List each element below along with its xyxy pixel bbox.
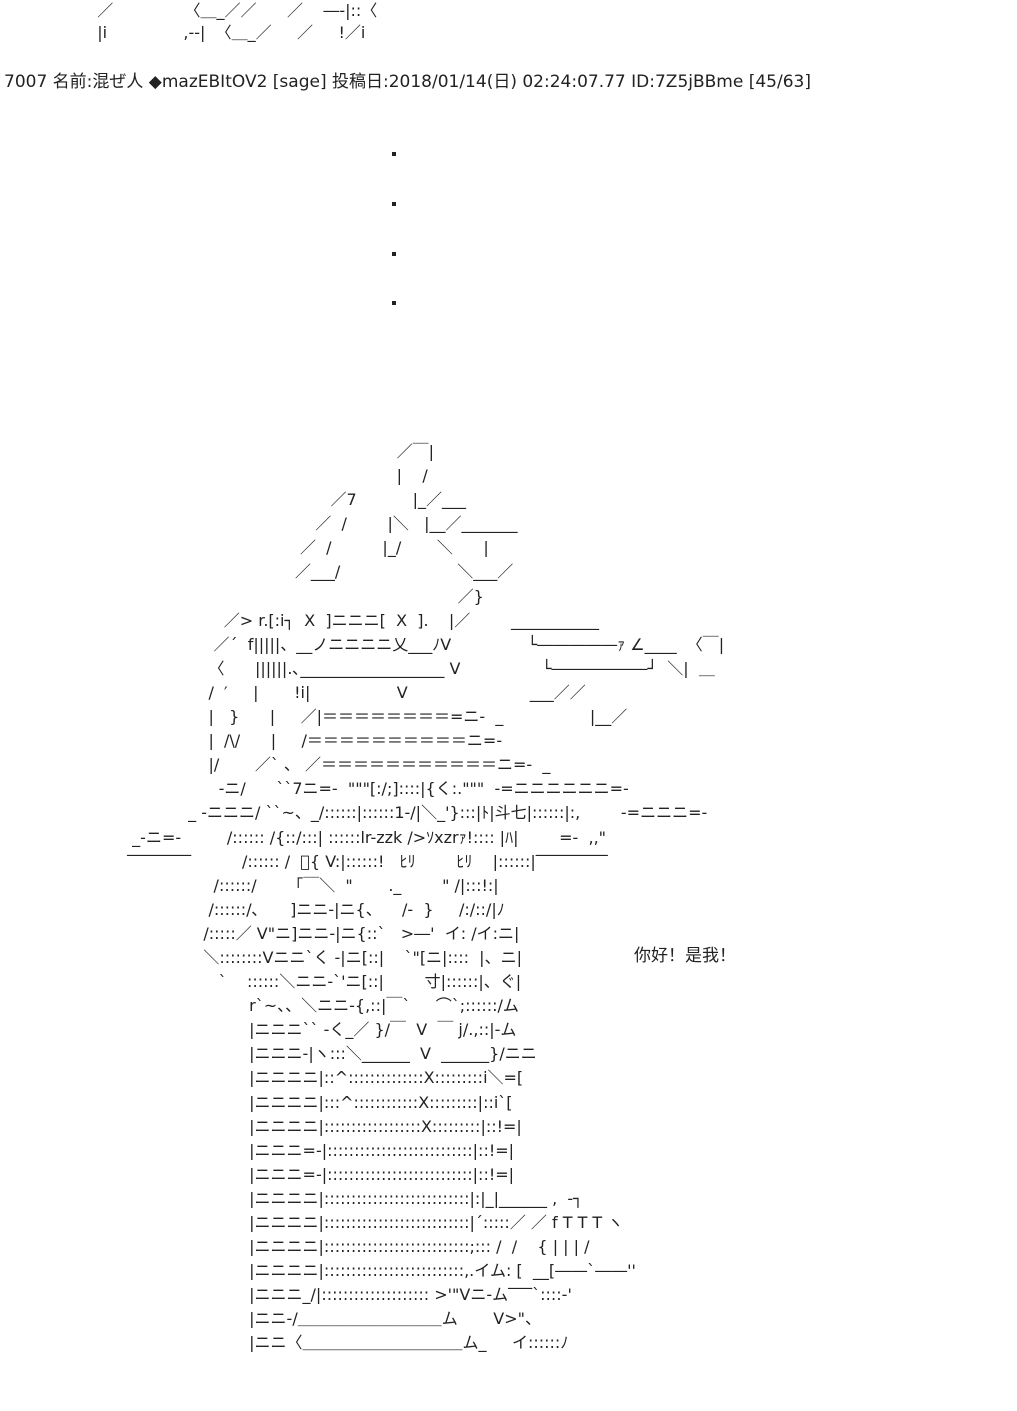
speech-text: 你好！是我！ bbox=[634, 946, 736, 966]
ascii-art-top-fragment: ／ 〈＿_／／ ／ ―‐|::〈 |i ,--| 〈＿_／ ／ !／i bbox=[97, 1, 378, 42]
post-header: 7007 名前:混ぜ人 ◆mazEBItOV2 [sage] 投稿日:2018/… bbox=[4, 72, 811, 92]
ellipsis-dot bbox=[392, 252, 396, 256]
ellipsis-dot bbox=[392, 301, 396, 305]
ellipsis-dot bbox=[392, 202, 396, 206]
ascii-art-witch: ／￣| | / ／7 |_／___ ／ / |＼ |__／_______ bbox=[127, 442, 725, 1353]
ellipsis-dot bbox=[392, 152, 396, 156]
